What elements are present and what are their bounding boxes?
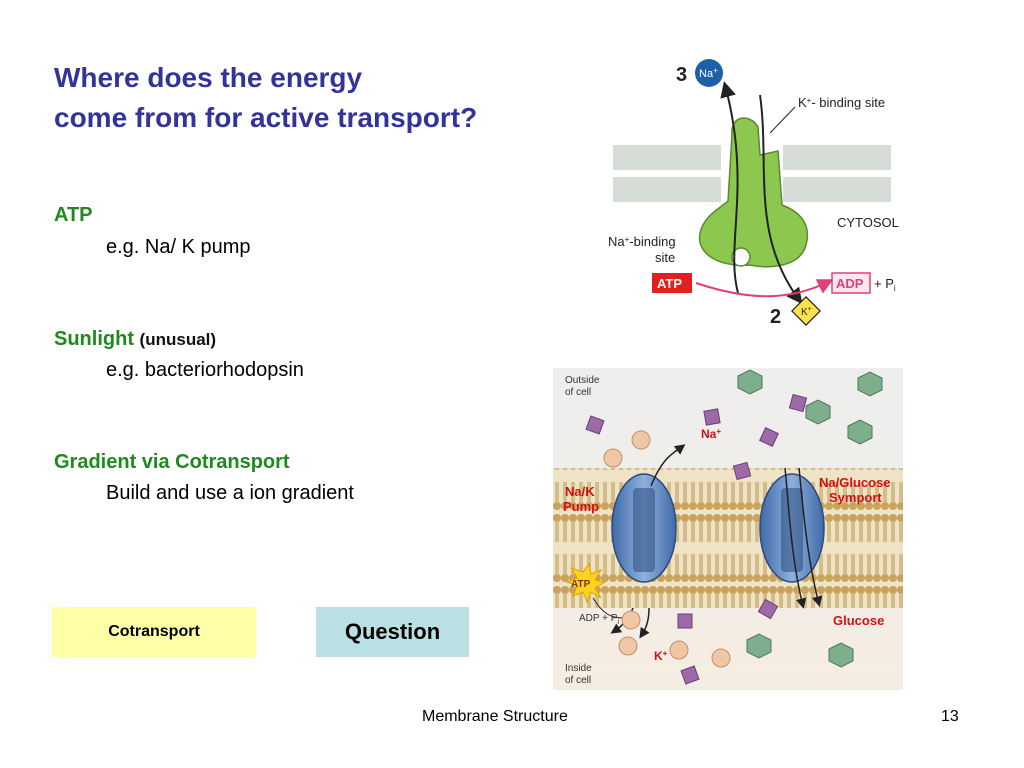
k-binding-leader — [769, 106, 796, 134]
cotransport-button[interactable]: Cotransport — [52, 607, 256, 657]
slide-title: Where does the energy come from for acti… — [54, 58, 614, 138]
potassium-ion-label: K+ — [801, 306, 812, 318]
adp-box — [831, 272, 871, 294]
na-binding-site-label: Na+-binding — [608, 234, 676, 249]
outside-cell-label: Outside — [565, 375, 600, 386]
cotransport-membrane-figure: Outside of cell Inside of cell Na+ K+ Na… — [553, 368, 903, 690]
atp-label: ATP — [657, 276, 682, 291]
atp-box — [652, 273, 692, 293]
k-plus-label: K+ — [654, 649, 668, 663]
na-k-pump-label: Na/K — [565, 484, 595, 499]
k-in-arrow-left — [639, 607, 650, 639]
slide-title-line-1: Where does the energy — [54, 62, 363, 93]
footer-title: Membrane Structure — [422, 708, 568, 725]
na-glucose-symport-label: Na/Glucose — [819, 475, 891, 490]
page-number: 13 — [941, 708, 959, 725]
na-out-arrow — [650, 444, 686, 487]
lipid-layer-inner — [553, 536, 903, 608]
na-glucose-symport-protein — [759, 473, 825, 583]
symport-arrow-2 — [798, 467, 823, 607]
sodium-ion-label: Na+ — [699, 66, 718, 80]
symport-arrow-1 — [784, 467, 807, 609]
na-binding-pocket — [731, 247, 751, 267]
potassium-spheres — [603, 430, 731, 668]
potassium-ion-diamond — [791, 296, 821, 326]
step-3-label: 3 — [676, 64, 687, 86]
section-heading-sunlight: Sunlight (unusual) — [54, 328, 216, 351]
section-heading-atp: ATP — [54, 204, 93, 226]
phosphate-label: + Pi — [874, 276, 896, 293]
sodium-squares — [585, 393, 808, 685]
k-binding-site-label: K+- binding site — [798, 95, 885, 110]
na-k-pump-label-line-2: Pump — [563, 499, 599, 514]
na-plus-label: Na+ — [701, 427, 721, 441]
inside-cell-label-line-2: of cell — [565, 675, 591, 686]
atp-hydrolysis-arrow — [695, 279, 834, 298]
atp-to-adp-curve — [592, 597, 624, 619]
glucose-label: Glucose — [833, 613, 884, 628]
pump-protein-shape — [698, 117, 809, 268]
na-glucose-symport-label-line-2: Symport — [829, 490, 882, 505]
section-heading-cotransport: Gradient via Cotransport — [54, 451, 290, 473]
sodium-ion-bubble — [695, 59, 723, 87]
glucose-molecules — [737, 369, 883, 668]
membrane-upper-left — [613, 145, 721, 170]
outside-cell-label-line-2: of cell — [565, 387, 591, 398]
membrane-upper-right — [783, 145, 891, 170]
cytosol-label: CYTOSOL — [837, 215, 899, 230]
adp-label: ADP — [836, 276, 864, 291]
potassium-in-arrow — [759, 94, 803, 305]
sunlight-heading-text: Sunlight — [54, 328, 134, 350]
adp-pi-label: ADP + Pi — [579, 613, 619, 626]
sodium-out-arrow — [720, 81, 739, 294]
membrane-lower-right — [783, 177, 891, 202]
sodium-potassium-pump-figure: 3 Na+ K+- binding site CYTOSOL Na+-bindi… — [608, 59, 899, 328]
na-binding-site-label-line-2: site — [655, 250, 675, 265]
section-example-sunlight: e.g. bacteriorhodopsin — [106, 359, 304, 381]
sunlight-note: (unusual) — [139, 330, 217, 349]
na-k-pump-protein — [611, 473, 677, 583]
step-2-label: 2 — [770, 306, 781, 328]
atp-burst-icon — [565, 562, 607, 604]
question-button[interactable]: Question — [316, 607, 469, 657]
atp-burst-label: ATP — [571, 579, 591, 590]
section-example-atp: e.g. Na/ K pump — [106, 236, 251, 258]
inside-cell-label: Inside — [565, 663, 592, 674]
membrane-lower-left — [613, 177, 721, 202]
slide-title-line-2: come from for active transport? — [54, 102, 478, 133]
section-example-cotransport: Build and use a ion gradient — [106, 482, 354, 504]
